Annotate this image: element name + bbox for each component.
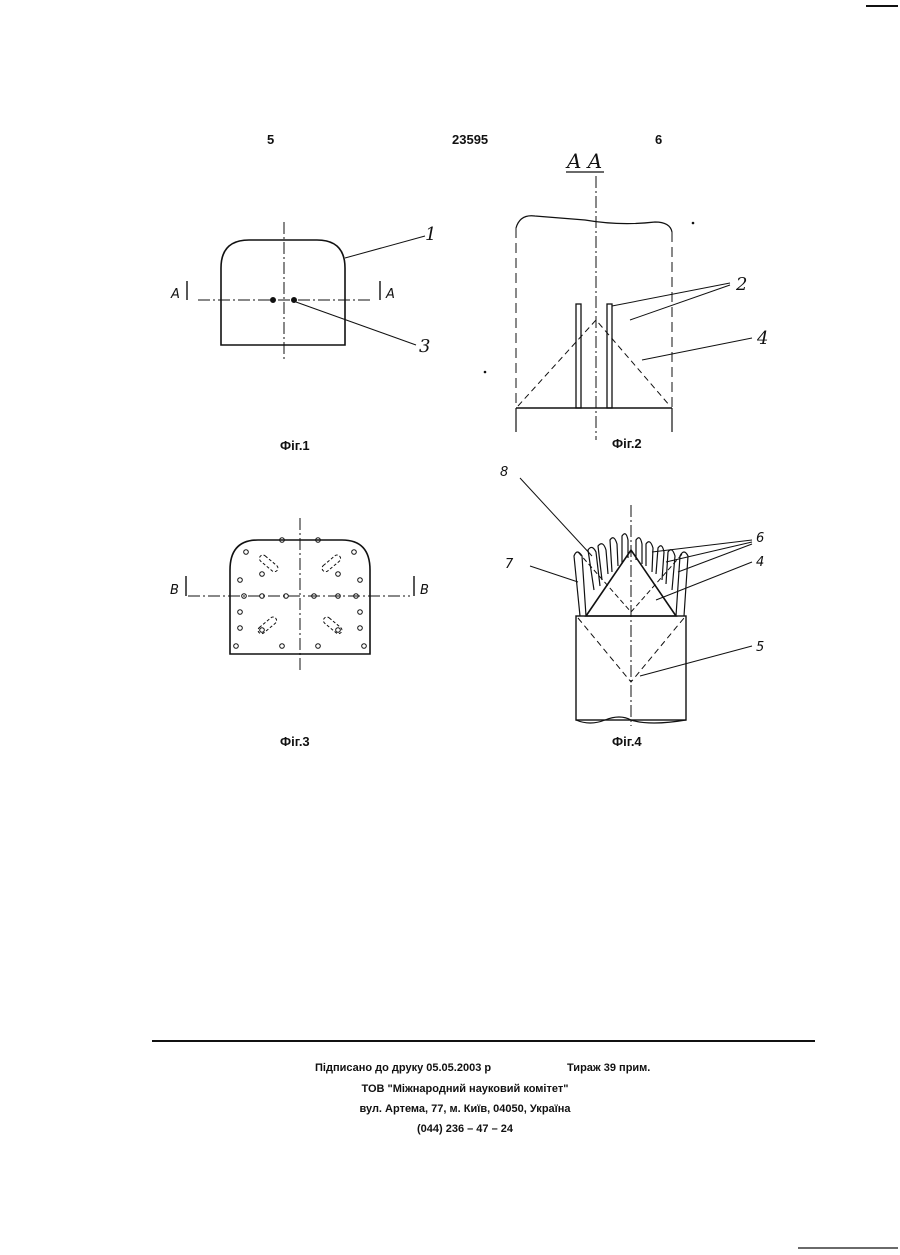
fig4-leader-6c [678, 544, 752, 572]
fig4-caption: Фіг.4 [612, 734, 642, 749]
fig3-body-outline [230, 540, 370, 654]
fig1-hole-right [292, 298, 297, 303]
figure-2-drawing [516, 172, 752, 440]
fig3-section-mark-right: B [420, 583, 429, 598]
fig1-leader-3 [296, 302, 416, 345]
fig1-callout-1: 1 [425, 224, 436, 245]
fig1-section-mark-right: A [385, 287, 395, 302]
fig2-section-title: A A [565, 149, 602, 173]
fig4-callout-6: 6 [756, 531, 764, 546]
fig1-body-outline [221, 240, 345, 345]
fig3-caption: Фіг.3 [280, 734, 310, 749]
fig2-leader-2a [612, 283, 730, 306]
fig1-leader-1 [345, 236, 425, 258]
scan-speck [692, 222, 695, 225]
footer-signed: Підписано до друку 05.05.2003 р [315, 1062, 491, 1074]
scan-speck [484, 371, 487, 374]
fig1-section-mark-left: A [170, 287, 180, 302]
fig4-leader-8 [520, 478, 592, 556]
fig4-callout-5: 5 [756, 640, 764, 655]
footer-address: вул. Артема, 77, м. Київ, 04050, Україна [0, 1103, 900, 1115]
fig2-rod-right [607, 304, 612, 408]
fig4-callout-4: 4 [756, 555, 764, 570]
fig4-callout-7: 7 [505, 557, 514, 572]
fig1-caption: Фіг.1 [280, 438, 310, 453]
footer-print-run: Тираж 39 прим. [567, 1062, 650, 1074]
fig2-cone-outline [518, 320, 670, 406]
fig3-section-mark-left: B [170, 583, 179, 598]
fig2-rod-left [576, 304, 581, 408]
figure-3-drawing [186, 518, 414, 672]
fig1-callout-3: 3 [419, 336, 430, 357]
fig4-callout-8: 8 [500, 465, 508, 480]
fig2-callout-2: 2 [735, 274, 747, 295]
fig2-leader-2b [630, 285, 730, 320]
fig2-leader-4 [642, 338, 752, 360]
fig2-callout-4: 4 [756, 328, 768, 349]
footer-publisher: ТОВ "Міжнародний науковий комітет" [0, 1083, 900, 1095]
figure-4-drawing [520, 478, 752, 726]
fig2-top-break-line [516, 216, 672, 232]
footer-phone: (044) 236 – 47 – 24 [0, 1123, 900, 1135]
fig1-hole-left [271, 298, 276, 303]
fig4-leader-7 [530, 566, 578, 582]
fig2-caption: Фіг.2 [612, 436, 642, 451]
